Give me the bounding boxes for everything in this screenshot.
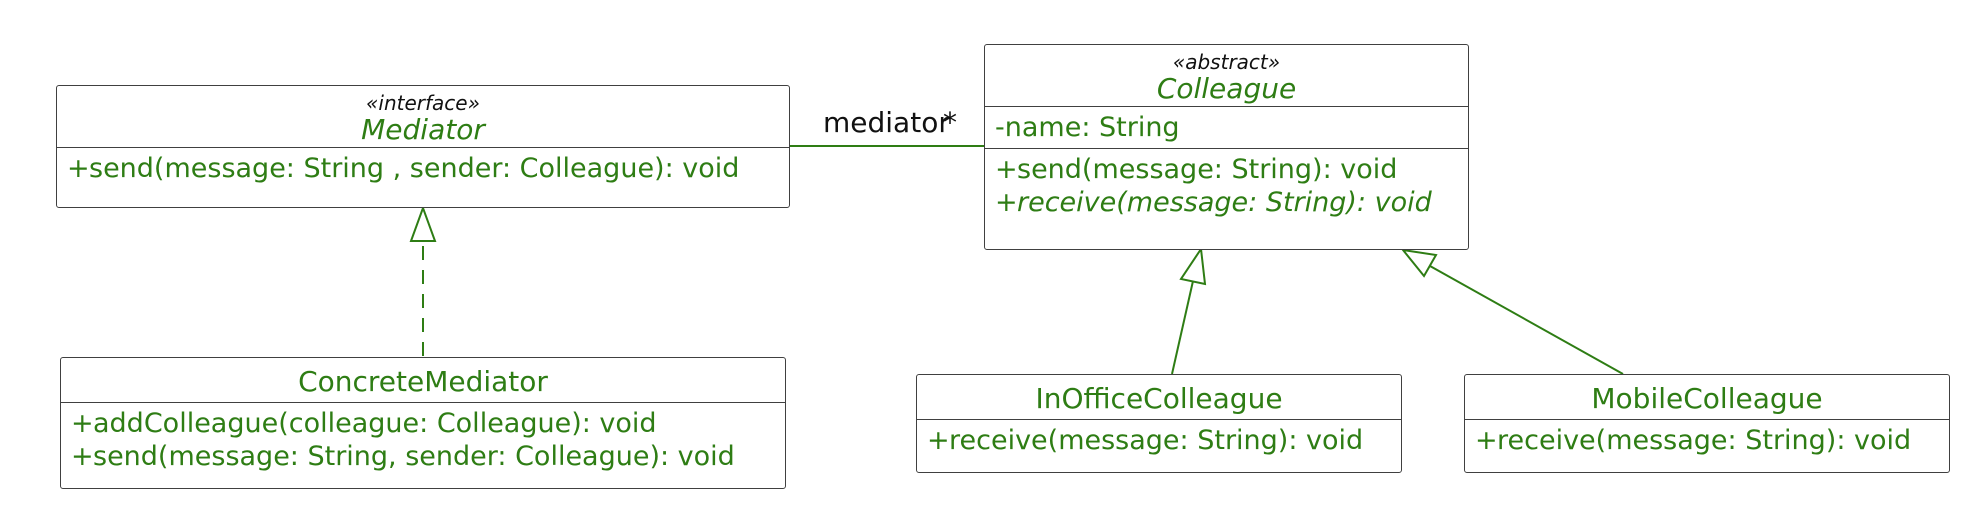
class-name: Colleague — [1156, 72, 1297, 105]
method-row: +receive(message: String): void — [1475, 424, 1939, 457]
method-row: +receive(message: String): void — [927, 424, 1391, 457]
method-row: +send(message: String): void — [995, 153, 1458, 186]
method-signature: send(message: String): void — [1017, 154, 1398, 185]
visibility-marker: + — [67, 153, 90, 184]
method-signature: addColleague(colleague: Colleague): void — [93, 408, 657, 439]
class-colleague[interactable]: «abstract» Colleague -name: String +send… — [984, 44, 1469, 250]
class-name: ConcreteMediator — [298, 365, 548, 398]
class-header: «interface» Mediator — [57, 86, 789, 148]
visibility-marker: + — [995, 154, 1018, 185]
generalization-arrowhead-inoffice — [1179, 246, 1207, 286]
association-role-label: mediator — [823, 106, 950, 139]
method-row: +send(message: String , sender: Colleagu… — [67, 152, 779, 185]
class-header: MobileColleague — [1465, 375, 1949, 420]
generalization-arrowhead-mobile — [1400, 248, 1438, 278]
stereotype-label: «interface» — [366, 91, 480, 115]
methods-section: +addColleague(colleague: Colleague): voi… — [61, 403, 785, 477]
generalization-line-inoffice — [1171, 280, 1194, 375]
generalization-line-mobile — [1429, 265, 1624, 375]
class-name: MobileColleague — [1591, 382, 1823, 415]
visibility-marker: + — [1475, 425, 1498, 456]
class-concrete-mediator[interactable]: ConcreteMediator +addColleague(colleague… — [60, 357, 786, 489]
class-header: ConcreteMediator — [61, 358, 785, 403]
method-signature: send(message: String , sender: Colleague… — [89, 153, 740, 184]
stereotype-label: «abstract» — [1172, 50, 1281, 74]
attributes-section: -name: String — [985, 107, 1468, 148]
method-row: +addColleague(colleague: Colleague): voi… — [71, 407, 775, 440]
visibility-marker: + — [71, 441, 94, 472]
association-multiplicity-label: * — [943, 106, 957, 139]
class-name: Mediator — [361, 113, 485, 146]
class-mobile-colleague[interactable]: MobileColleague +receive(message: String… — [1464, 374, 1950, 473]
attribute-row: -name: String — [995, 112, 1180, 143]
methods-section: +send(message: String): void +receive(me… — [985, 148, 1468, 223]
visibility-marker: + — [927, 425, 950, 456]
methods-section: +send(message: String , sender: Colleagu… — [57, 148, 789, 189]
realization-arrowhead — [409, 205, 437, 242]
method-row: +send(message: String, sender: Colleague… — [71, 440, 775, 473]
class-header: InOfficeColleague — [917, 375, 1401, 420]
abstract-method-row: +receive(message: String): void — [995, 186, 1458, 219]
class-name: InOfficeColleague — [1035, 382, 1283, 415]
class-in-office-colleague[interactable]: InOfficeColleague +receive(message: Stri… — [916, 374, 1402, 473]
method-signature: receive(message: String): void — [1017, 187, 1432, 218]
methods-section: +receive(message: String): void — [917, 420, 1401, 461]
visibility-marker: + — [995, 187, 1018, 218]
method-signature: receive(message: String): void — [1497, 425, 1912, 456]
method-signature: receive(message: String): void — [949, 425, 1364, 456]
class-header: «abstract» Colleague — [985, 45, 1468, 107]
method-signature: send(message: String, sender: Colleague)… — [93, 441, 735, 472]
class-mediator[interactable]: «interface» Mediator +send(message: Stri… — [56, 85, 790, 208]
methods-section: +receive(message: String): void — [1465, 420, 1949, 461]
visibility-marker: + — [71, 408, 94, 439]
